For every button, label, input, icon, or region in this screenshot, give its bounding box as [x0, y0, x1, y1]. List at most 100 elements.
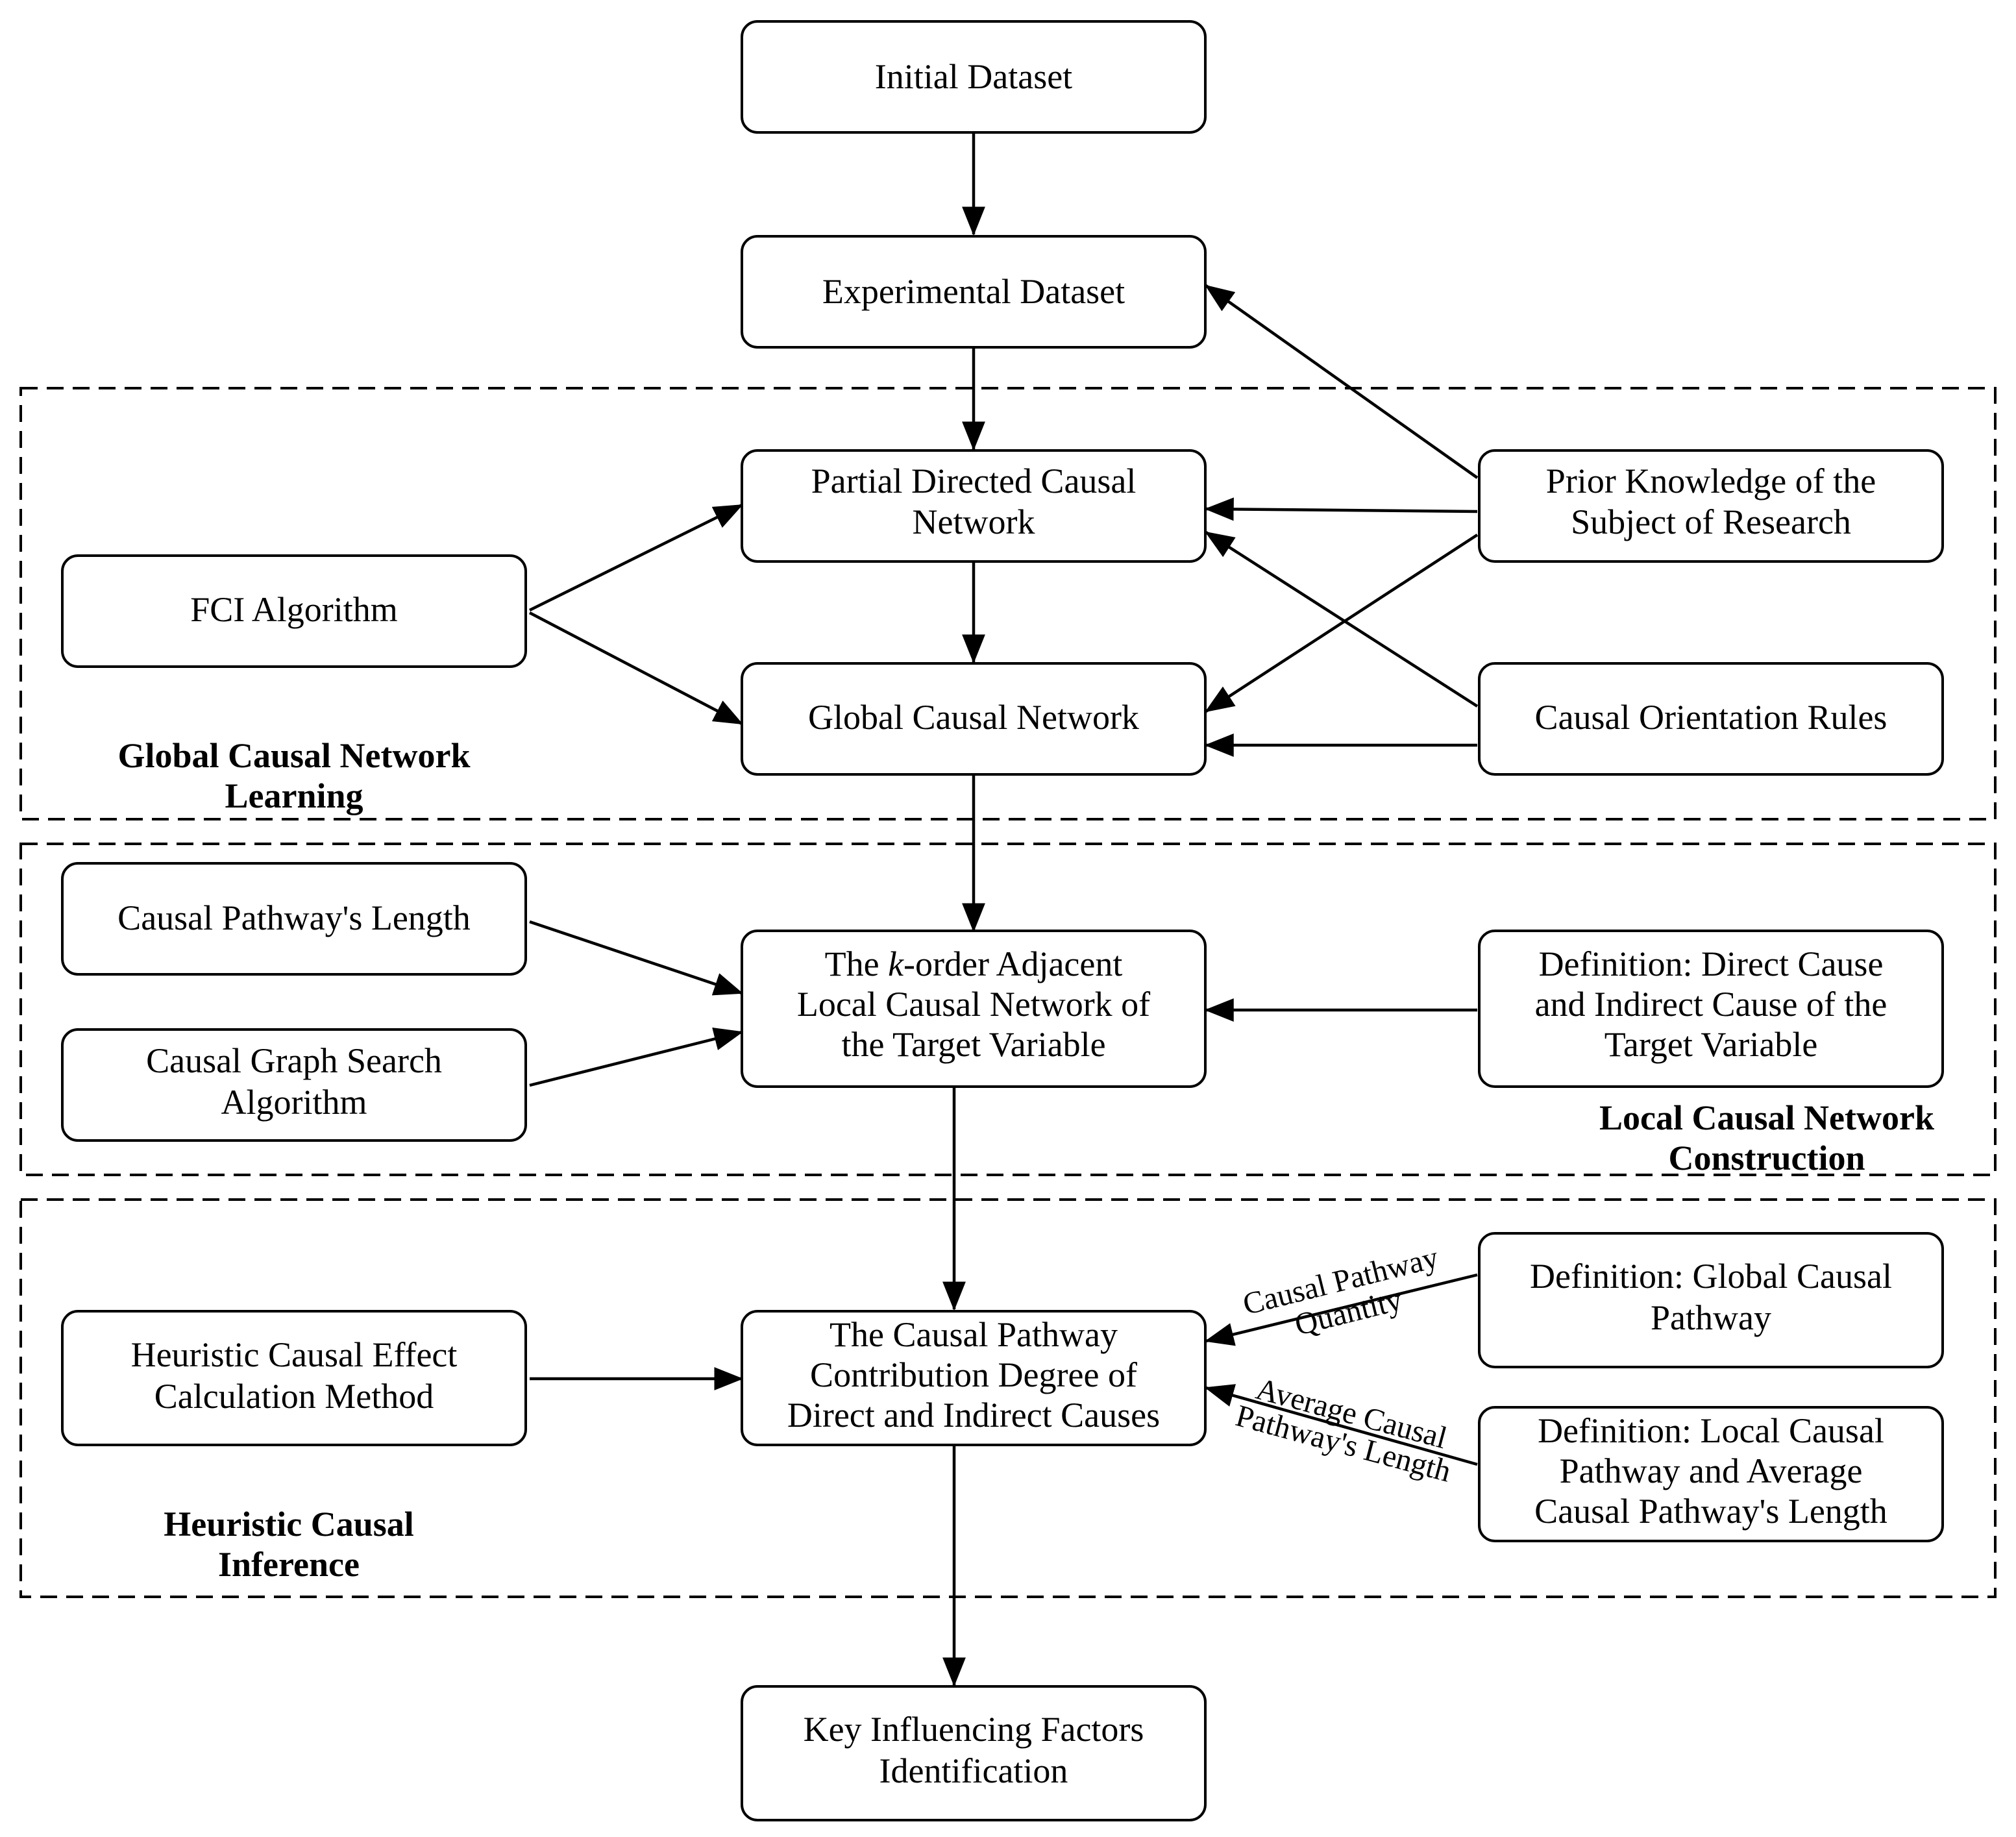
svg-text:Local Causal Network: Local Causal Network: [1599, 1098, 1934, 1137]
edge-prior-to-partial: [1204, 497, 1478, 521]
svg-text:FCI Algorithm: FCI Algorithm: [190, 590, 398, 629]
edge-fci-to-partial: [529, 503, 744, 612]
node-partial-line-1: Partial Directed Causal: [811, 462, 1137, 500]
edge-search-to-korder: [529, 1027, 744, 1087]
node-k-order-local-network: The k-order Adjacent Local Causal Networ…: [741, 930, 1207, 1088]
node-def-direct-line-2: and Indirect Cause of the: [1535, 985, 1887, 1024]
node-causal-graph-search: Causal Graph Search Algorithm: [61, 1028, 527, 1142]
node-key-factors-line-1: Key Influencing Factors: [804, 1710, 1144, 1749]
region-local-title-line-2: Construction: [1668, 1139, 1865, 1177]
node-search-line-1: Causal Graph Search: [146, 1041, 442, 1080]
edge-local-pathway-to-contribution: [1204, 1384, 1478, 1466]
svg-text:Pathway: Pathway: [1651, 1298, 1771, 1337]
svg-text:Network: Network: [913, 502, 1035, 541]
node-fci-line-1: FCI Algorithm: [190, 590, 398, 629]
edge-prior-to-global: [1205, 534, 1479, 713]
region-local-causal-network-construction: [19, 843, 1997, 1176]
svg-text:Causal Orientation Rules: Causal Orientation Rules: [1535, 698, 1887, 737]
svg-text:Global Causal Network: Global Causal Network: [117, 736, 470, 775]
node-key-influencing-factors: Key Influencing Factors Identification: [741, 1685, 1207, 1821]
svg-text:Definition: Local Causal: Definition: Local Causal: [1538, 1411, 1884, 1450]
svg-text:the Target Variable: the Target Variable: [841, 1025, 1105, 1064]
node-prior-knowledge: Prior Knowledge of the Subject of Resear…: [1478, 449, 1944, 563]
node-orientation-line-1: Causal Orientation Rules: [1535, 698, 1887, 737]
node-initial-dataset: Initial Dataset: [741, 20, 1207, 134]
node-def-local-line-2: Pathway and Average: [1560, 1451, 1863, 1490]
node-def-global-line-2: Pathway: [1651, 1298, 1771, 1337]
svg-text:Direct and Indirect Causes: Direct and Indirect Causes: [787, 1396, 1160, 1435]
region-global-causal-network-learning: [19, 387, 1997, 820]
node-global-causal-network: Global Causal Network: [741, 662, 1207, 776]
node-korder-line-2: Local Causal Network of: [797, 985, 1150, 1024]
svg-text:Calculation Method: Calculation Method: [154, 1377, 434, 1416]
node-heuristic-method: Heuristic Causal Effect Calculation Meth…: [61, 1310, 527, 1446]
region-heuristic-title-line-1: Heuristic Causal: [164, 1505, 414, 1544]
node-def-global-line-1: Definition: Global Causal: [1530, 1257, 1892, 1296]
region-global-title-line-1: Global Causal Network: [117, 736, 470, 775]
edge-global-pathway-to-contribution: [1204, 1273, 1478, 1346]
region-heuristic-title-line-2: Inference: [218, 1545, 360, 1584]
region-local-title-line-1: Local Causal Network: [1599, 1098, 1934, 1137]
node-contribution-line-3: Direct and Indirect Causes: [787, 1396, 1160, 1435]
node-fci-algorithm: FCI Algorithm: [61, 554, 527, 668]
node-contribution-line-1: The Causal Pathway: [830, 1315, 1118, 1354]
node-contribution-degree: The Causal Pathway Contribution Degree o…: [741, 1310, 1207, 1446]
svg-text:Subject of Research: Subject of Research: [1571, 502, 1851, 541]
svg-text:Causal Pathway's Length: Causal Pathway's Length: [117, 898, 471, 937]
node-definition-local-pathway: Definition: Local Causal Pathway and Ave…: [1478, 1406, 1944, 1542]
svg-text:Experimental Dataset: Experimental Dataset: [822, 272, 1125, 311]
node-prior-line-1: Prior Knowledge of the: [1546, 462, 1876, 500]
node-def-local-line-3: Causal Pathway's Length: [1534, 1492, 1887, 1531]
svg-text:Heuristic Causal Effect: Heuristic Causal Effect: [131, 1335, 458, 1374]
svg-text:Initial Dataset: Initial Dataset: [875, 57, 1072, 96]
svg-text:Learning: Learning: [225, 776, 363, 815]
svg-text:Causal Graph Search: Causal Graph Search: [146, 1041, 442, 1080]
edge-orientation-to-partial: [1205, 531, 1479, 708]
node-experimental-dataset: Experimental Dataset: [741, 235, 1207, 349]
node-heuristic-line-1: Heuristic Causal Effect: [131, 1335, 458, 1374]
node-search-line-2: Algorithm: [221, 1083, 367, 1122]
node-causal-orientation-rules: Causal Orientation Rules: [1478, 662, 1944, 776]
edge-label-average-length: Average Causal Pathway's Length: [1232, 1372, 1455, 1489]
edge-fci-to-global: [528, 611, 743, 725]
svg-text:Definition: Global Causal: Definition: Global Causal: [1530, 1257, 1892, 1296]
region-heuristic-causal-inference: [19, 1198, 1997, 1598]
svg-text:Causal Pathway's Length: Causal Pathway's Length: [1534, 1492, 1887, 1531]
svg-text:Inference: Inference: [218, 1545, 360, 1584]
svg-text:Key Influencing Factors: Key Influencing Factors: [804, 1710, 1144, 1749]
node-prior-line-2: Subject of Research: [1571, 502, 1851, 541]
node-global-line-1: Global Causal Network: [808, 698, 1139, 737]
node-def-local-line-1: Definition: Local Causal: [1538, 1411, 1884, 1450]
node-def-direct-line-3: Target Variable: [1604, 1025, 1818, 1064]
svg-text:Pathway and Average: Pathway and Average: [1560, 1451, 1863, 1490]
node-def-direct-line-1: Definition: Direct Cause: [1539, 944, 1884, 983]
node-length-line-1: Causal Pathway's Length: [117, 898, 471, 937]
svg-text:Contribution Degree of: Contribution Degree of: [810, 1355, 1137, 1394]
edge-prior-to-experimental: [1205, 284, 1479, 479]
svg-text:Global Causal Network: Global Causal Network: [808, 698, 1139, 737]
node-causal-pathway-length: Causal Pathway's Length: [61, 862, 527, 976]
svg-text:Algorithm: Algorithm: [221, 1083, 367, 1122]
svg-text:Heuristic Causal: Heuristic Causal: [164, 1505, 414, 1544]
node-heuristic-line-2: Calculation Method: [154, 1377, 434, 1416]
edges: [528, 133, 1479, 1687]
node-korder-line-1: The k-order Adjacent: [825, 944, 1123, 983]
edge-length-to-korder: [529, 920, 744, 996]
node-definition-global-pathway: Definition: Global Causal Pathway: [1478, 1232, 1944, 1368]
node-korder-line-3: the Target Variable: [841, 1025, 1105, 1064]
node-contribution-line-2: Contribution Degree of: [810, 1355, 1137, 1394]
svg-text:Prior Knowledge of the: Prior Knowledge of the: [1546, 462, 1876, 500]
node-partial-line-2: Network: [913, 502, 1035, 541]
node-key-factors-line-2: Identification: [879, 1751, 1068, 1790]
node-partial-directed-causal-network: Partial Directed Causal Network: [741, 449, 1207, 563]
region-global-title-line-2: Learning: [225, 776, 363, 815]
svg-text:Construction: Construction: [1668, 1139, 1865, 1177]
node-experimental-dataset-line-1: Experimental Dataset: [822, 272, 1125, 311]
svg-text:Local Causal Network of: Local Causal Network of: [797, 985, 1150, 1024]
svg-text:Identification: Identification: [879, 1751, 1068, 1790]
edge-label-pathway-quantity: Causal Pathway Quantity: [1240, 1240, 1442, 1342]
svg-text:The Causal Pathway: The Causal Pathway: [830, 1315, 1118, 1354]
svg-text:and Indirect Cause of the: and Indirect Cause of the: [1535, 985, 1887, 1024]
node-initial-dataset-line-1: Initial Dataset: [875, 57, 1072, 96]
